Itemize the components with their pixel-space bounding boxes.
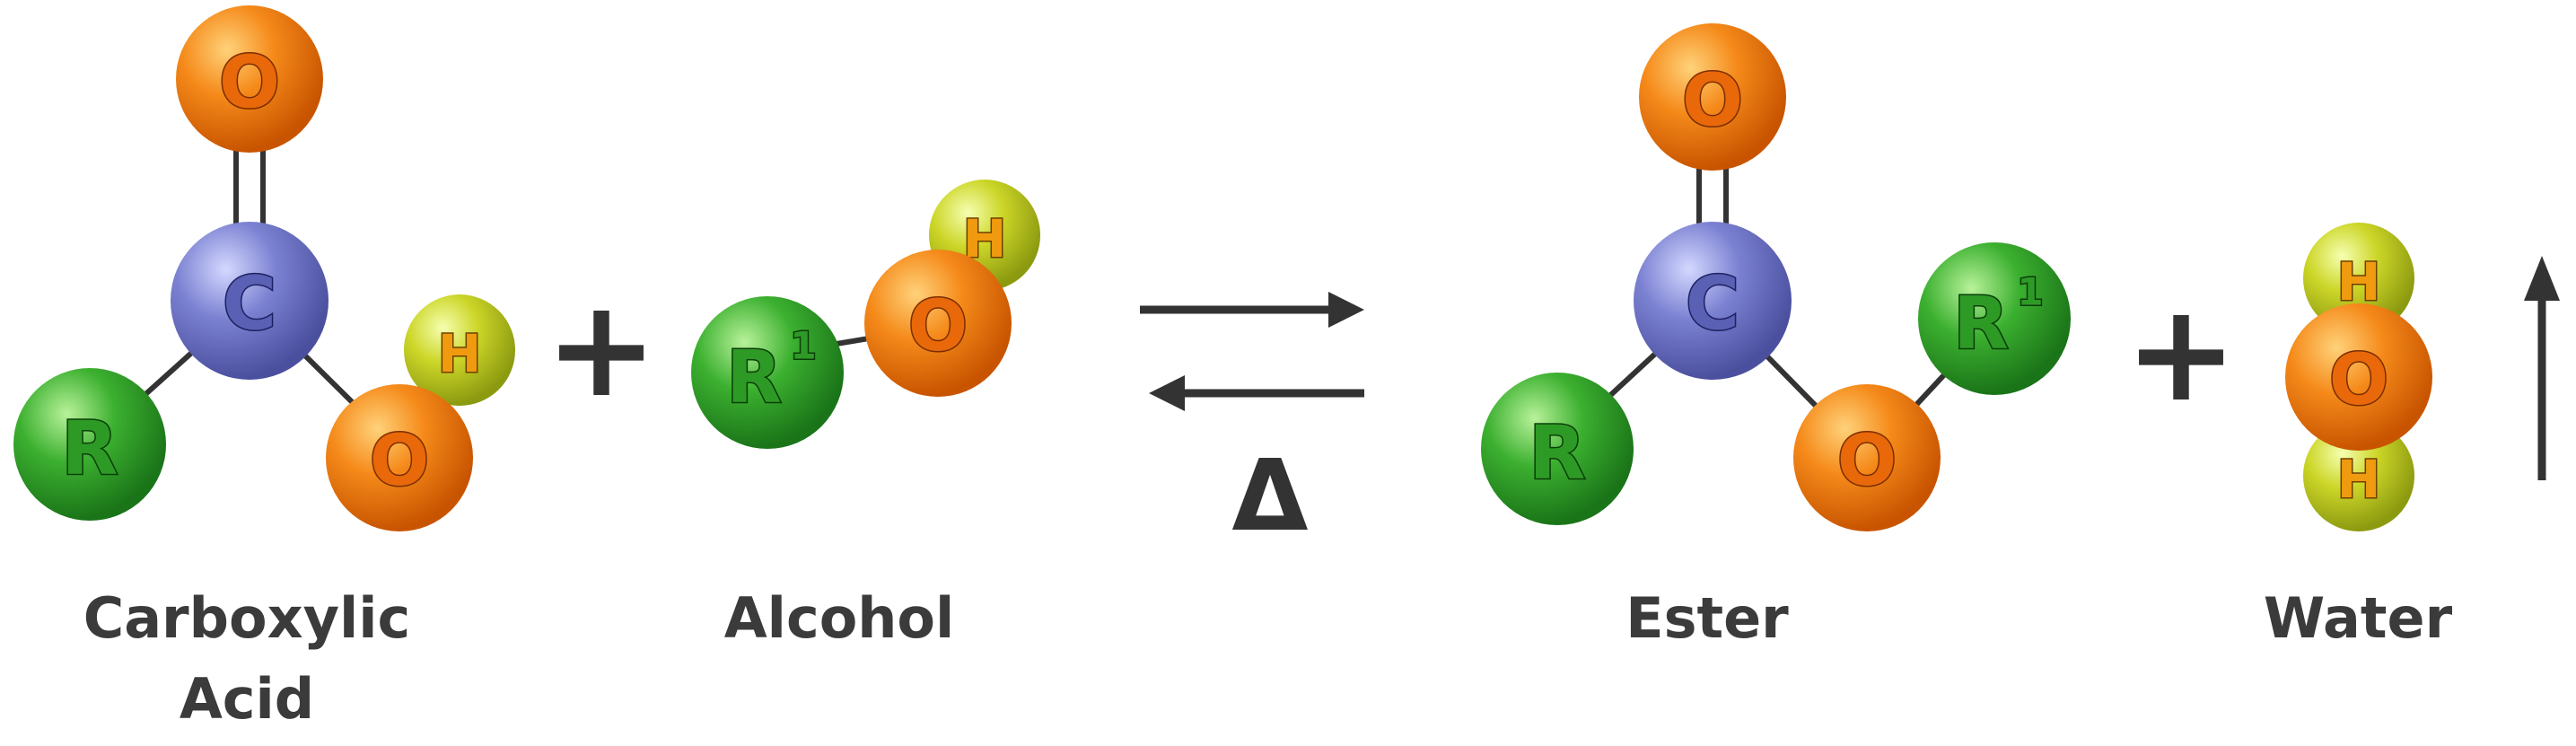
water-molecule: H H O [2285, 223, 2432, 531]
water-name: Water [2264, 585, 2453, 651]
arrow-left-icon [1149, 375, 1364, 411]
carboxylic-acid-name-line1: Carboxylic [83, 585, 411, 651]
oxygen-atom [864, 250, 1012, 397]
r1-group-atom-superscript: 1 [790, 324, 816, 368]
hydrogen-atom-bottom-label: H [2337, 449, 2381, 510]
plus-sign-1: + [545, 271, 658, 427]
carbon-atom-label: C [1686, 262, 1739, 347]
r-group-atom-label: R [1529, 411, 1585, 496]
oxygen-atom-top-label: O [1682, 59, 1743, 143]
carboxylic-acid-molecule: O C R H O [13, 5, 515, 531]
r-group-atom [1481, 373, 1634, 525]
hydrogen-atom-label: H [438, 323, 482, 384]
alcohol-name: Alcohol [724, 585, 955, 651]
ester-name: Ester [1625, 585, 1789, 651]
ester-molecule: O C R R 1 O [1481, 23, 2071, 531]
oxygen-atom-bottom [1793, 384, 1941, 531]
r1-group-atom-label: R [726, 336, 782, 419]
r1-group-atom [691, 296, 844, 449]
r1-group-atom [1918, 242, 2071, 395]
arrow-up-icon [2524, 256, 2560, 480]
carbon-atom-label: C [223, 262, 276, 347]
alcohol-molecule: R 1 H O [691, 180, 1040, 449]
hydrogen-atom [404, 294, 515, 406]
oxygen-atom-label: O [908, 286, 968, 367]
hydrogen-atom-bottom [2303, 420, 2414, 531]
arrow-right-icon [1140, 292, 1364, 328]
oxygen-atom-top-label: O [219, 41, 280, 125]
r-group-atom-label: R [61, 407, 118, 492]
r1-group-atom-superscript: 1 [2017, 270, 2043, 314]
carboxylic-acid-name-line2: Acid [180, 666, 314, 732]
oxygen-atom-bottom-label: O [1837, 421, 1897, 502]
hydrogen-atom-top-label: H [2337, 251, 2381, 312]
hydrogen-atom-top [2303, 223, 2414, 334]
oxygen-atom-label: O [2329, 340, 2388, 421]
oxygen-atom-right [326, 384, 473, 531]
oxygen-atom-top [1639, 23, 1786, 171]
carbon-atom [1634, 222, 1792, 380]
r1-group-atom-label: R [1953, 282, 2009, 365]
oxygen-atom [2285, 303, 2432, 451]
r-group-atom [13, 368, 166, 521]
heat-symbol: Δ [1231, 438, 1308, 553]
oxygen-atom-top [176, 5, 323, 153]
plus-sign-2: + [2125, 276, 2238, 432]
oxygen-atom-right-label: O [370, 421, 429, 502]
carbon-atom [171, 222, 329, 380]
